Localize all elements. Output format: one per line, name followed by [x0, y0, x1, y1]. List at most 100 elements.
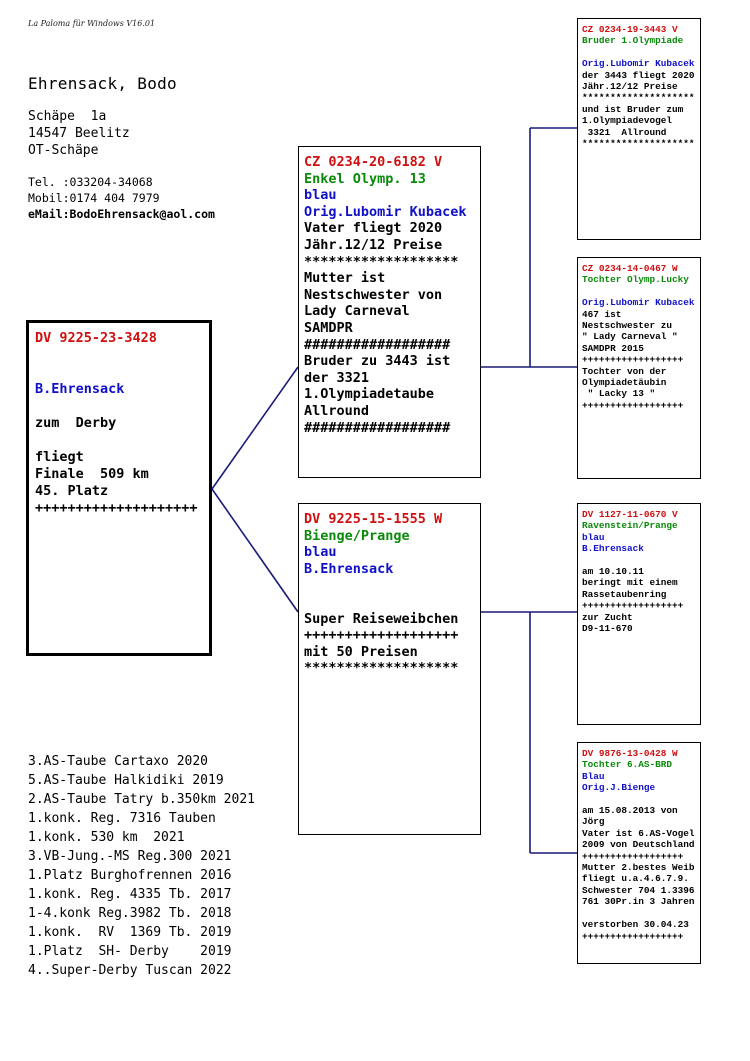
dam-sire-line: am 10.10.11	[582, 566, 644, 578]
dam-dam-line: Jörg	[582, 816, 605, 828]
sire-sire-line: der 3443 fliegt 2020	[582, 69, 695, 81]
sire-dam-line: SAMDPR 2015	[582, 342, 644, 354]
owner-phone: Tel. :033204-34068	[28, 175, 153, 189]
sire-line: Orig.Lubomir Kubacek	[304, 203, 467, 220]
connector-line	[211, 488, 299, 613]
dam-sire-line: ++++++++++++++++++	[582, 600, 684, 612]
dam-sire-line: blau	[582, 531, 605, 543]
main-bird-line: Finale 509 km	[35, 466, 149, 482]
main-bird-box: DV 9225-23-3428 B.Ehrensack zum Derby fl…	[26, 320, 212, 656]
owner-address-city: 14547 Beelitz	[28, 126, 130, 141]
sire-dam-line: " Lady Carneval "	[582, 331, 678, 343]
main-bird-line	[35, 364, 203, 381]
sire-sire-line: 1.Olympiadevogel	[582, 115, 673, 127]
achievement-item: 1.Platz SH- Derby 2019	[28, 944, 232, 959]
achievement-item: 1.konk. 530 km 2021	[28, 830, 185, 845]
sire-sire-line: 3321 Allround	[582, 126, 667, 138]
dam-sire-line: Rassetaubenring	[582, 588, 667, 600]
dam-line	[304, 594, 475, 611]
main-bird-line: ++++++++++++++++++++	[35, 500, 198, 516]
achievement-item: 3.VB-Jung.-MS Reg.300 2021	[28, 849, 232, 864]
dam-dam-line: 761 30Pr.in 3 Jahren	[582, 896, 695, 908]
sire-sire-line: Jähr.12/12 Preise	[582, 81, 678, 93]
sire-dam-line: Tochter von der	[582, 365, 667, 377]
sire-line: Enkel Olymp. 13	[304, 170, 426, 187]
dam-dam-line: ++++++++++++++++++	[582, 930, 684, 942]
sire-dam-line: ++++++++++++++++++	[582, 354, 684, 366]
dam-dam-line: ++++++++++++++++++	[582, 850, 684, 862]
dam-dam-line: Mutter 2.bestes Weib	[582, 862, 695, 874]
main-bird-line: B.Ehrensack	[35, 381, 125, 397]
connector-line	[481, 127, 577, 368]
dam-dam-line: verstorben 30.04.23	[582, 919, 689, 931]
achievement-item: 1.konk. Reg. 4335 Tb. 2017	[28, 887, 232, 902]
connector-line	[211, 366, 299, 490]
dam-line: mit 50 Preisen	[304, 643, 418, 660]
dam-dam-line: Vater ist 6.AS-Vogel	[582, 827, 695, 839]
dam-sire-line	[582, 555, 696, 566]
dam-sire-line: beringt mit einem	[582, 577, 678, 589]
sire-sire-line: Bruder 1.Olympiade	[582, 35, 684, 47]
sire-dam-line: 467 ist	[582, 308, 622, 320]
main-bird-line	[35, 398, 203, 415]
dam-sire-line: DV 1127-11-0670 V	[582, 509, 678, 520]
achievement-item: 5.AS-Taube Halkidiki 2019	[28, 773, 224, 788]
owner-address-district: OT-Schäpe	[28, 143, 99, 158]
achievements-list: 3.AS-Taube Cartaxo 2020 5.AS-Taube Halkid…	[28, 752, 255, 980]
connector-line	[481, 611, 577, 854]
sire-sire-line	[582, 47, 696, 58]
sire-line: Jähr.12/12 Preise	[304, 236, 443, 253]
dam-dam-line	[582, 794, 696, 805]
sire-dam-line	[582, 286, 696, 297]
sire-dam-line: Tochter Olymp.Lucky	[582, 274, 689, 286]
sire-line: *******************	[304, 253, 459, 270]
dam-dam-line: am 15.08.2013 von	[582, 805, 678, 817]
dam-line: blau	[304, 544, 337, 561]
sire-dam-line: Orig.Lubomir Kubacek	[582, 297, 695, 309]
main-bird-line: fliegt	[35, 449, 84, 465]
sire-sire-line: Orig.Lubomir Kubacek	[582, 58, 695, 70]
main-bird-line: zum Derby	[35, 415, 117, 431]
sire-dam-line: ++++++++++++++++++	[582, 399, 684, 411]
dam-dam-line: Schwester 704 1.3396	[582, 884, 695, 896]
sire-line: blau	[304, 187, 337, 204]
sire-line: SAMDPR	[304, 319, 353, 336]
dam-line: +++++++++++++++++++	[304, 627, 459, 644]
sire-dam-line: CZ 0234-14-0467 W	[582, 263, 678, 274]
sire-sire-line: ********************	[582, 92, 695, 104]
achievement-item: 1.konk. Reg. 7316 Tauben	[28, 811, 216, 826]
sire-dam-line: Olympiadetäubin	[582, 377, 667, 389]
achievement-item: 1.Platz Burghofrennen 2016	[28, 868, 232, 883]
achievement-item: 1-4.konk Reg.3982 Tb. 2018	[28, 906, 232, 921]
achievement-item: 3.AS-Taube Cartaxo 2020	[28, 754, 209, 769]
dam-dam-line: DV 9876-13-0428 W	[582, 748, 678, 759]
software-label: La Paloma für Windows V16.01	[28, 19, 156, 28]
sire-line: Nestschwester von	[304, 286, 443, 303]
owner-name: Ehrensack, Bodo	[28, 74, 177, 93]
dam-line	[304, 577, 475, 594]
dam-dam-line: Orig.J.Bienge	[582, 782, 656, 794]
sire-line: Lady Carneval	[304, 303, 410, 320]
sire-line: Mutter ist	[304, 270, 386, 287]
sire-dam-line: " Lacky 13 "	[582, 388, 656, 400]
main-bird-line	[35, 432, 203, 449]
main-bird-line	[35, 347, 203, 364]
dam-sire-line: B.Ehrensack	[582, 543, 644, 555]
sire-line: ##################	[304, 336, 451, 353]
sire-line: der 3321	[304, 369, 370, 386]
achievement-item: 4..Super-Derby Tuscan 2022	[28, 963, 232, 978]
achievement-item: 1.konk. RV 1369 Tb. 2019	[28, 925, 232, 940]
sire-dam-line: Nestschwester zu	[582, 320, 673, 332]
dam-sire-line: zur Zucht	[582, 611, 633, 623]
owner-email: eMail:BodoEhrensack@aol.com	[28, 207, 215, 221]
sire-line: Allround	[304, 402, 370, 419]
dam-dam-line: 2009 von Deutschland	[582, 839, 695, 851]
sire-line: CZ 0234-20-6182 V	[304, 154, 443, 170]
sire-line: Bruder zu 3443 ist	[304, 353, 451, 370]
sire-line: 1.Olympiadetaube	[304, 386, 435, 403]
sire-sire-line: CZ 0234-19-3443 V	[582, 24, 678, 35]
